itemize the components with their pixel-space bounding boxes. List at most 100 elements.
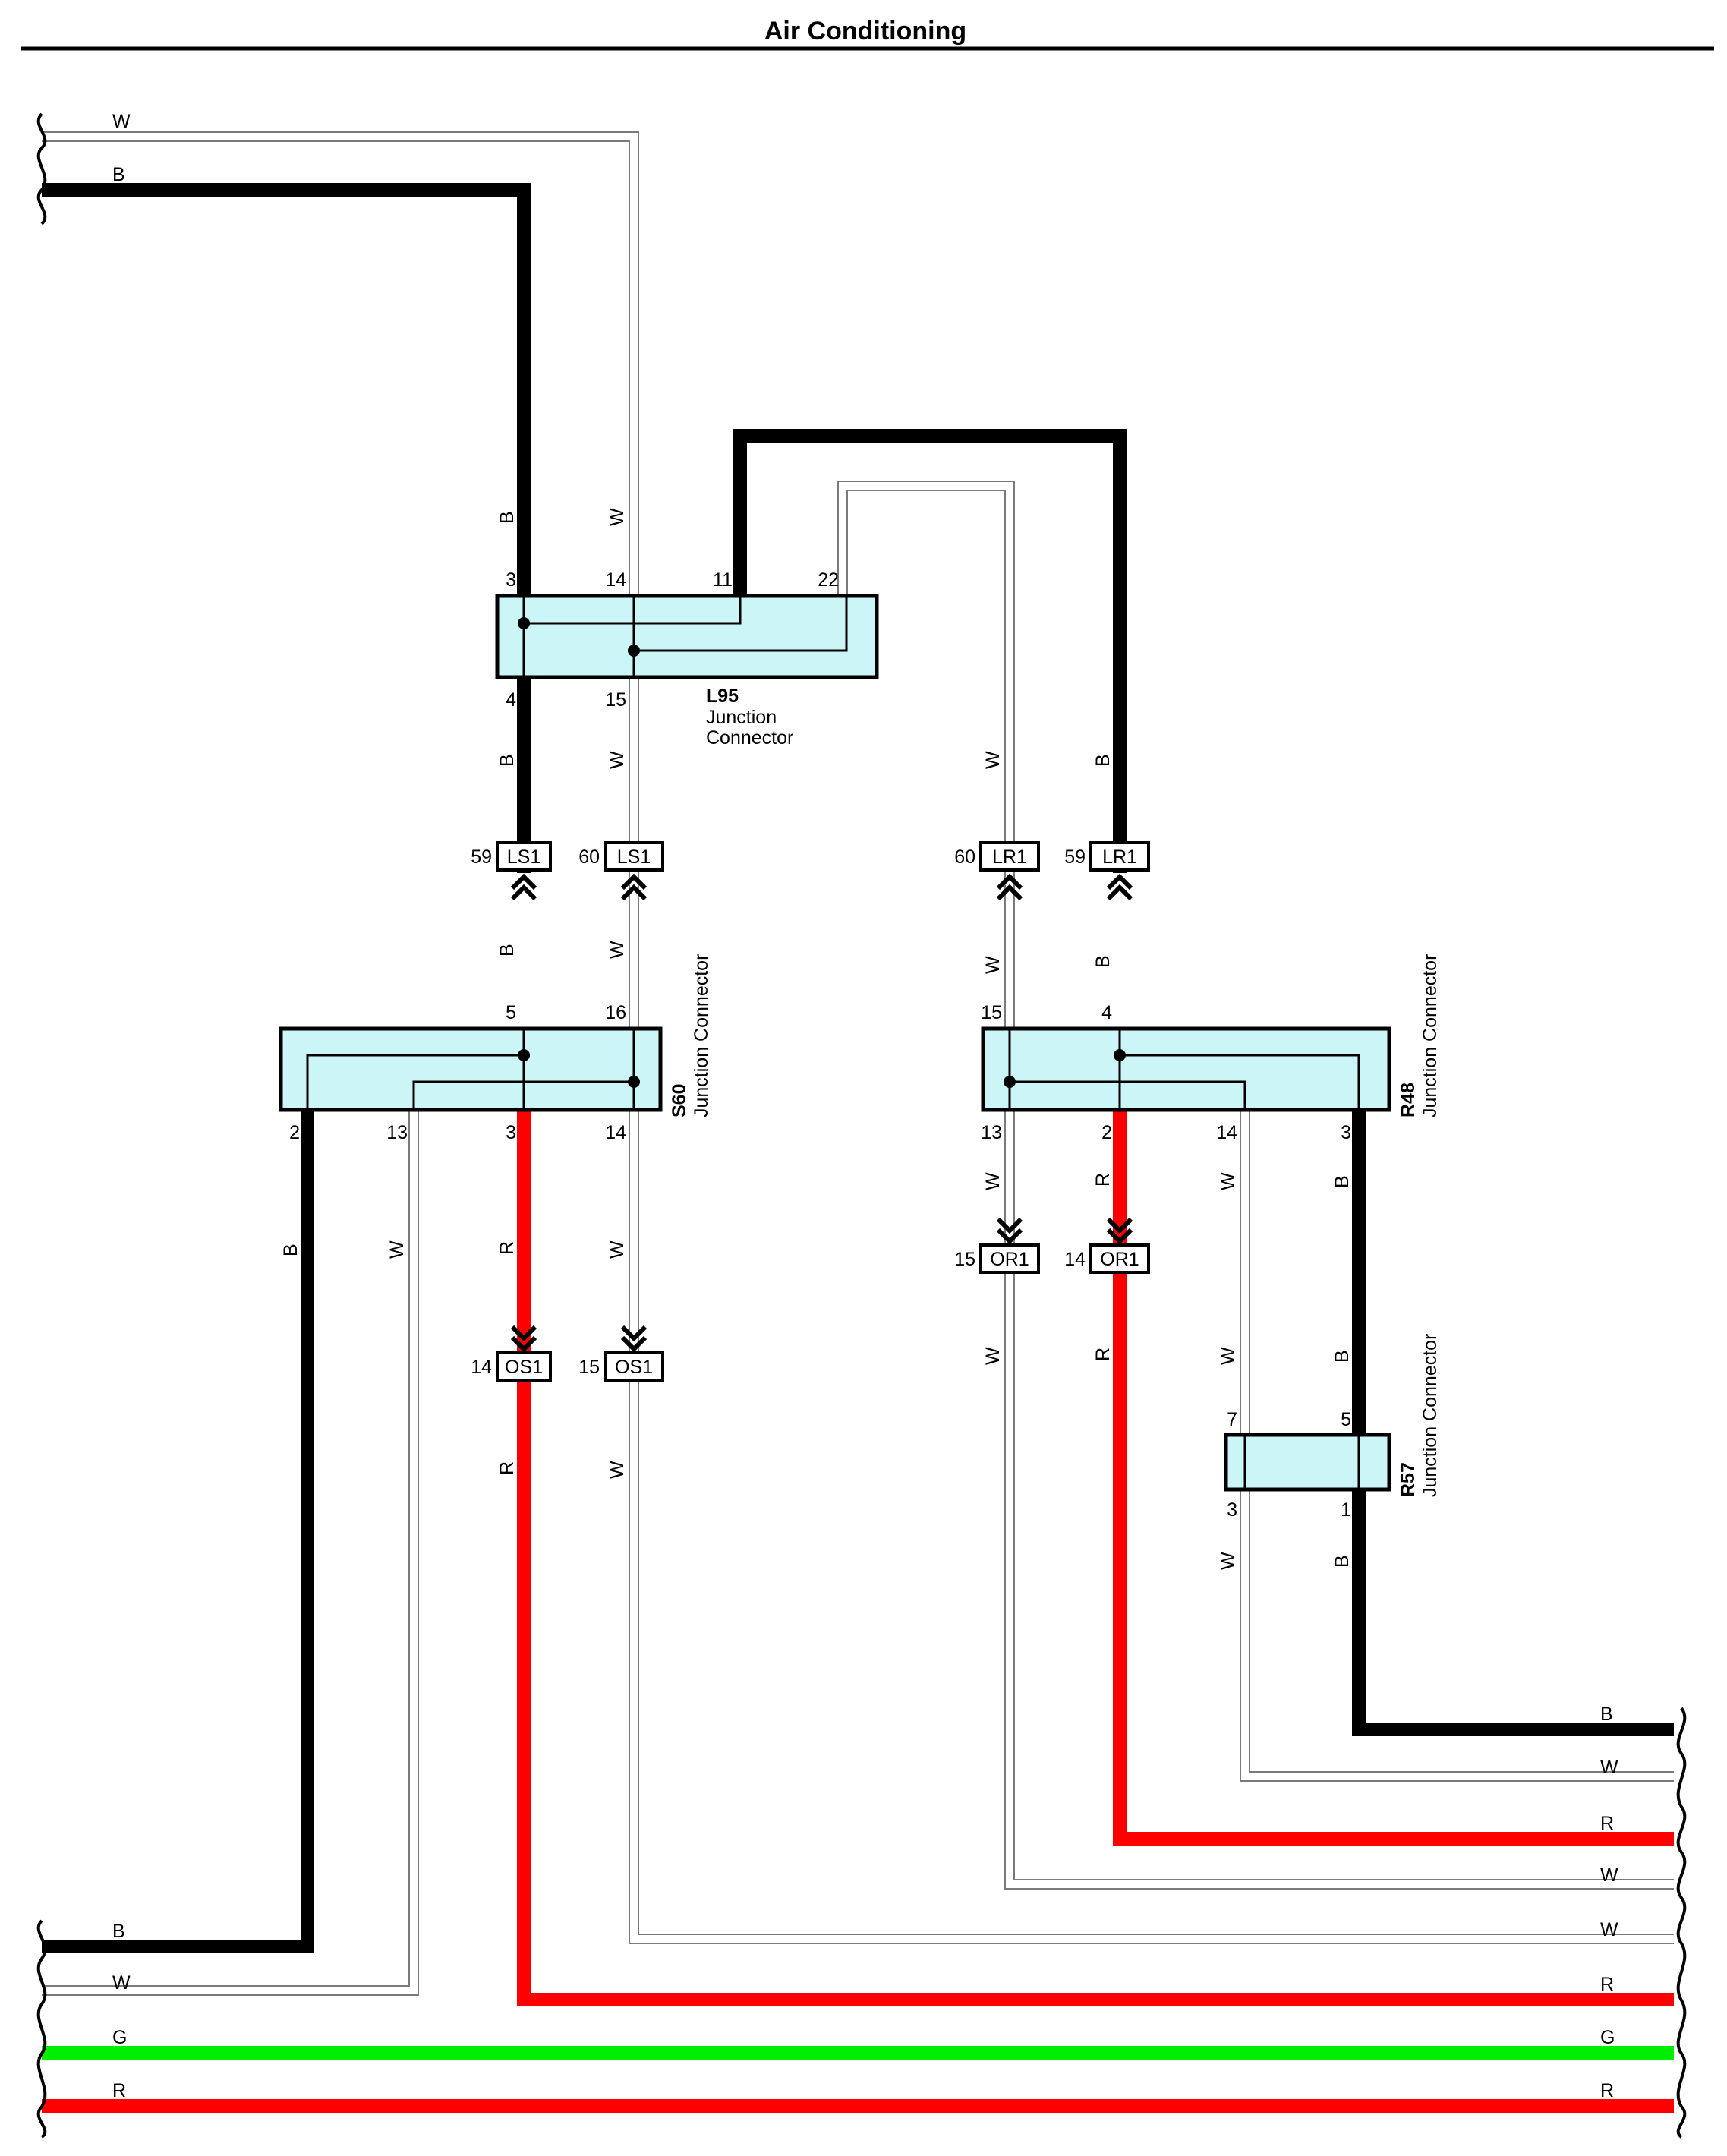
ls1-59-pin: 59: [471, 846, 492, 868]
os1-15-pin: 15: [578, 1357, 600, 1378]
svg-text:R: R: [496, 1461, 518, 1475]
ls1-59-name: LS1: [507, 846, 540, 868]
svg-text:W: W: [982, 956, 1004, 974]
svg-text:B: B: [1331, 1350, 1353, 1363]
svg-text:W: W: [112, 1972, 131, 1994]
svg-text:W: W: [982, 1172, 1004, 1190]
r48-name: R48: [1398, 1083, 1419, 1117]
svg-text:15: 15: [981, 1002, 1002, 1023]
svg-text:R: R: [1600, 2080, 1614, 2101]
s60-name: S60: [669, 1084, 690, 1117]
svg-text:16: 16: [605, 1002, 626, 1023]
svg-text:2: 2: [289, 1122, 300, 1143]
black-wire-r48: [1352, 1108, 1674, 1736]
svg-text:W: W: [607, 1461, 628, 1479]
black-wire-loop: [733, 429, 1127, 873]
lr1-60-pin: 60: [954, 846, 975, 868]
ls1-60-pin: 60: [578, 846, 600, 868]
svg-text:R: R: [112, 2080, 126, 2101]
svg-text:R: R: [496, 1241, 518, 1255]
or1-15-pin: 15: [954, 1249, 975, 1270]
svg-text:22: 22: [818, 569, 839, 591]
svg-text:G: G: [1600, 2027, 1615, 2048]
ls1-60-name: LS1: [617, 846, 651, 868]
svg-text:14: 14: [605, 1122, 626, 1143]
r48-desc: Junction Connector: [1420, 954, 1441, 1117]
svg-text:W: W: [112, 111, 131, 132]
svg-text:W: W: [386, 1240, 408, 1259]
svg-text:15: 15: [605, 689, 626, 711]
svg-text:R: R: [1092, 1348, 1114, 1361]
inline-connectors: [496, 841, 1150, 1382]
white-wire-c-core: [42, 1108, 418, 1994]
connector-names: L95 Junction Connector S60 Junction Conn…: [669, 686, 1441, 1497]
svg-text:4: 4: [1101, 1002, 1112, 1023]
svg-text:B: B: [112, 164, 125, 185]
inline-connector-labels: 59 LS1 60 LS1 60 LR1 59 LR1 14 OS1 15 OS…: [471, 846, 1139, 1378]
left-edge-labels: W B B W G R: [112, 111, 131, 2101]
svg-text:W: W: [1218, 1172, 1239, 1190]
svg-text:W: W: [1218, 1552, 1239, 1570]
svg-text:G: G: [112, 2027, 127, 2048]
svg-text:W: W: [607, 1240, 628, 1259]
svg-text:3: 3: [506, 1122, 516, 1143]
or1-14-pin: 14: [1064, 1249, 1086, 1270]
svg-text:B: B: [496, 754, 518, 767]
svg-text:14: 14: [605, 569, 626, 591]
svg-text:W: W: [607, 508, 628, 526]
svg-text:4: 4: [506, 689, 516, 711]
svg-text:R: R: [1092, 1173, 1114, 1187]
connector-r57: [1224, 1433, 1391, 1492]
lr1-59-name: LR1: [1102, 846, 1137, 868]
svg-text:W: W: [607, 751, 628, 769]
red-wire-s60: [517, 1108, 1674, 2006]
svg-text:W: W: [1600, 1757, 1618, 1778]
svg-text:R: R: [1600, 1813, 1614, 1834]
svg-text:11: 11: [713, 569, 733, 591]
break-marks: [36, 112, 1687, 2139]
white-wire-d-core: [1241, 1108, 1674, 1780]
svg-text:5: 5: [1341, 1409, 1351, 1430]
right-edge-labels: B W R W W R G R: [1600, 1704, 1618, 2101]
r57-desc: Junction Connector: [1420, 1334, 1441, 1497]
svg-text:2: 2: [1101, 1122, 1112, 1143]
r57-name: R57: [1398, 1462, 1419, 1497]
white-wire-c: [42, 1108, 419, 1996]
l95-desc-2: Connector: [706, 727, 793, 749]
white-wire-b-core: [839, 482, 1674, 1888]
connector-r48: [981, 1026, 1391, 1112]
svg-text:13: 13: [386, 1122, 408, 1143]
pin-numbers: 3 14 11 22 4 15 5 16 2 13 3 14 15 4 13 2…: [289, 569, 1351, 1521]
connector-s60: [279, 1026, 663, 1112]
svg-text:14: 14: [1216, 1122, 1237, 1143]
connector-l95: [495, 594, 879, 679]
svg-text:3: 3: [1341, 1122, 1351, 1143]
svg-text:5: 5: [506, 1002, 516, 1023]
os1-14-name: OS1: [505, 1357, 543, 1378]
svg-text:W: W: [1600, 1919, 1618, 1940]
svg-text:W: W: [982, 751, 1004, 769]
svg-text:3: 3: [506, 569, 516, 591]
svg-text:3: 3: [1227, 1499, 1237, 1521]
svg-text:B: B: [1600, 1704, 1613, 1725]
svg-text:13: 13: [981, 1122, 1002, 1143]
svg-text:B: B: [1092, 955, 1114, 968]
or1-15-name: OR1: [990, 1249, 1029, 1270]
svg-text:B: B: [112, 1921, 125, 1942]
red-wires: [42, 1108, 1674, 2113]
svg-text:7: 7: [1227, 1409, 1237, 1430]
l95-name: L95: [706, 686, 739, 707]
red-wire-r48: [1113, 1108, 1674, 1846]
svg-text:W: W: [982, 1347, 1004, 1365]
svg-text:W: W: [1600, 1864, 1618, 1886]
svg-text:W: W: [1218, 1347, 1239, 1365]
svg-text:B: B: [1331, 1175, 1353, 1188]
svg-text:B: B: [496, 944, 518, 957]
os1-14-pin: 14: [471, 1357, 492, 1378]
svg-text:B: B: [1331, 1555, 1353, 1568]
or1-14-name: OR1: [1100, 1249, 1139, 1270]
l95-desc-1: Junction: [706, 707, 777, 728]
svg-text:B: B: [496, 511, 518, 524]
white-wire-b: [837, 481, 1674, 1890]
